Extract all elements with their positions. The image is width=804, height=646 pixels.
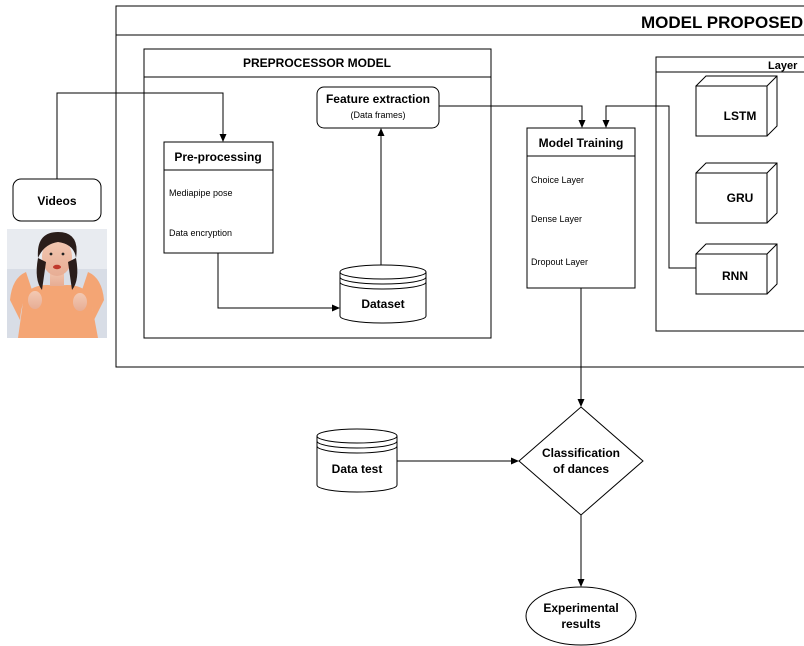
dataset-label: Dataset (361, 297, 404, 311)
gru-label: GRU (727, 191, 754, 205)
rnn-label: RNN (722, 269, 748, 283)
model-training-title: Model Training (539, 136, 624, 150)
preprocessing-title: Pre-processing (174, 150, 261, 164)
classification-line2: of dances (553, 462, 609, 476)
results-node: Experimental results (525, 586, 637, 646)
model-training-node: Model Training Choice Layer Dense Layer … (526, 127, 636, 289)
results-line1: Experimental (543, 601, 618, 615)
model-training-item-choice: Choice Layer (531, 175, 584, 185)
feature-extraction-subtitle: (Data frames) (350, 110, 405, 120)
gru-node: GRU (695, 162, 778, 224)
videos-node: Videos (12, 178, 102, 222)
arrow-videos-to-preprocessing (56, 92, 227, 179)
arrow-feature-to-training (439, 105, 586, 128)
model-proposed-title: MODEL PROPOSED (641, 13, 803, 32)
layer-title: Layer (768, 60, 798, 72)
dataset-node: Dataset (339, 264, 427, 324)
lstm-node: LSTM (695, 75, 778, 137)
model-training-item-dense: Dense Layer (531, 214, 582, 224)
model-training-item-dropout: Dropout Layer (531, 257, 588, 267)
lstm-label: LSTM (724, 109, 757, 123)
preprocessing-item-mediapipe: Mediapipe pose (169, 188, 233, 198)
data-test-label: Data test (332, 462, 383, 476)
preprocessing-item-encryption: Data encryption (169, 228, 232, 238)
dancer-photo (7, 229, 107, 338)
arrow-rnn-to-training (602, 105, 696, 269)
classification-node: Classification of dances (518, 406, 644, 516)
arrow-preprocessing-to-dataset (217, 253, 340, 312)
classification-line1: Classification (542, 446, 620, 460)
preprocessor-title: PREPROCESSOR MODEL (243, 56, 391, 70)
feature-extraction-title: Feature extraction (326, 92, 430, 106)
videos-label: Videos (37, 194, 76, 208)
preprocessing-node: Pre-processing Mediapipe pose Data encry… (163, 141, 274, 254)
rnn-node: RNN (695, 243, 778, 295)
results-line2: results (561, 617, 601, 631)
data-test-node: Data test (316, 428, 398, 493)
feature-extraction-node: Feature extraction (Data frames) (316, 86, 440, 129)
